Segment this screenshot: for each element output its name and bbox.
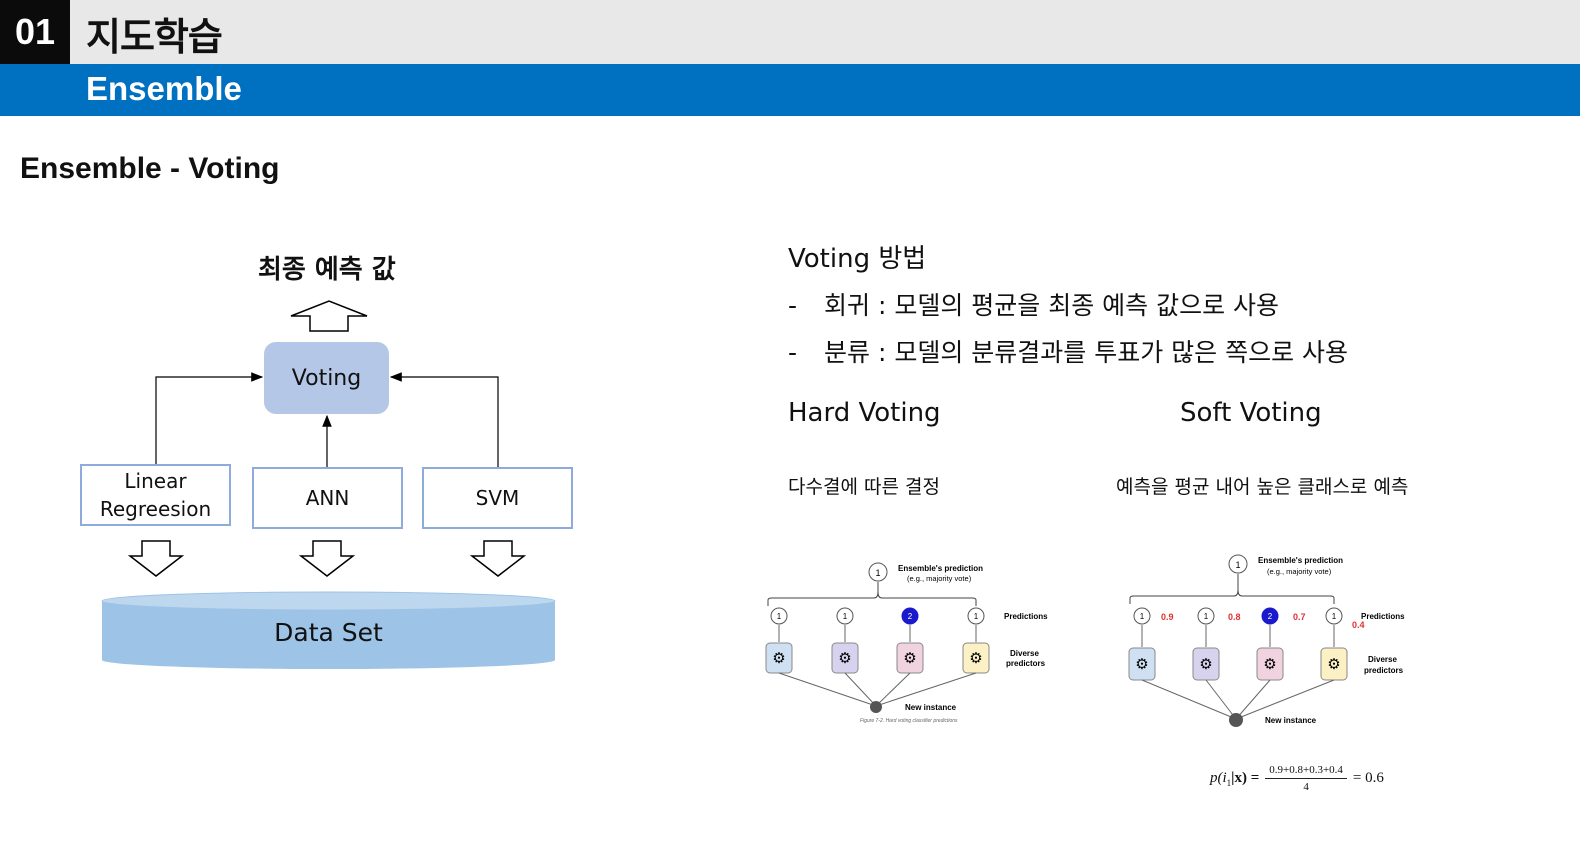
- probability-value: 0.7: [1293, 612, 1306, 622]
- prediction-value: 1: [1140, 612, 1145, 621]
- gears-icon: ⚙: [903, 650, 916, 667]
- ensemble-sublabel: (e.g., majority vote): [907, 574, 972, 583]
- soft-voting-title: Soft Voting: [1180, 398, 1322, 428]
- predictions-label: Predictions: [1361, 612, 1405, 621]
- new-instance-label: New instance: [1265, 716, 1317, 725]
- output-arrow-icon: [290, 300, 368, 332]
- section-number: 01: [0, 0, 70, 64]
- hard-voting-title: Hard Voting: [788, 398, 941, 428]
- bullet-dash: -: [788, 338, 798, 367]
- soft-voting-description: 예측을 평균 내어 높은 클래스로 예측: [1116, 476, 1409, 498]
- prediction-value: 2: [1268, 612, 1273, 621]
- connector-linear-to-voting: [155, 372, 264, 464]
- predictions-label: Predictions: [1004, 612, 1048, 621]
- gears-icon: ⚙: [1199, 656, 1212, 673]
- prediction-value: 2: [908, 612, 913, 621]
- probability-value: 0.8: [1228, 612, 1241, 622]
- prediction-value: 1: [777, 612, 782, 621]
- formula-denominator: 4: [1303, 781, 1309, 793]
- model-box-ann: ANN: [252, 467, 403, 529]
- model-label: ANN: [305, 486, 350, 510]
- down-arrow-icon: [127, 540, 185, 577]
- diverse-label: predictors: [1006, 659, 1046, 668]
- prediction-value: 1: [974, 612, 979, 621]
- subtitle-bar: [0, 64, 1580, 116]
- ensemble-prediction-circle: [868, 562, 888, 582]
- bullet-text: 분류 : 모델의 분류결과를 투표가 많은 쪽으로 사용: [824, 338, 1349, 367]
- gears-icon: ⚙: [1327, 656, 1340, 673]
- model-label: Linear: [124, 469, 187, 493]
- dataset-label: Data Set: [274, 618, 383, 647]
- header-bar: [0, 0, 1580, 64]
- gears-icon: ⚙: [969, 650, 982, 667]
- hard-voting-figure: 1 Ensemble's prediction (e.g., majority …: [760, 562, 1056, 726]
- gears-icon: ⚙: [838, 650, 851, 667]
- formula-lhs: p(i: [1210, 769, 1227, 786]
- probability-value: 0.9: [1161, 612, 1174, 622]
- new-instance-node: [870, 701, 882, 713]
- diverse-label: Diverse: [1010, 649, 1039, 658]
- ensemble-sublabel: (e.g., majority vote): [1267, 567, 1332, 576]
- voting-methods-title: Voting 방법: [788, 244, 927, 274]
- soft-prediction-nodes: 1 1 2 1: [1133, 607, 1343, 625]
- voting-box: Voting: [264, 342, 389, 414]
- soft-voting-figure: 1 Ensemble's prediction (e.g., majority …: [1120, 550, 1410, 730]
- ensemble-value: 1: [875, 568, 880, 578]
- new-instance-node: [1229, 713, 1243, 727]
- gears-icon: ⚙: [1135, 656, 1148, 673]
- final-prediction-label: 최종 예측 값: [258, 255, 396, 285]
- bullet-classification: -분류 : 모델의 분류결과를 투표가 많은 쪽으로 사용: [788, 333, 1348, 369]
- bullet-dash: -: [788, 291, 798, 320]
- formula-sub: 1: [1226, 777, 1232, 788]
- diverse-label: predictors: [1364, 666, 1404, 675]
- down-arrow-icon: [469, 540, 527, 577]
- gears-icon: ⚙: [772, 650, 785, 667]
- model-box-svm: SVM: [422, 467, 573, 529]
- model-label: SVM: [475, 486, 520, 510]
- dataset-cylinder-top: [101, 591, 556, 611]
- ensemble-label: Ensemble's prediction: [1258, 556, 1343, 565]
- bullet-regression: -회귀 : 모델의 평균을 최종 예측 값으로 사용: [788, 286, 1279, 322]
- dataset-cylinder: [102, 601, 555, 670]
- hard-prediction-nodes: 1 1 2 1: [770, 607, 985, 625]
- page-subtitle: Ensemble: [86, 70, 242, 107]
- connector-svm-to-voting: [389, 372, 499, 467]
- diverse-label: Diverse: [1368, 655, 1397, 664]
- formula-result: = 0.6: [1352, 770, 1384, 786]
- hard-voting-description: 다수결에 따른 결정: [788, 476, 940, 498]
- prediction-value: 1: [1204, 612, 1209, 621]
- prediction-value: 1: [1332, 612, 1337, 621]
- new-instance-label: New instance: [905, 703, 957, 712]
- model-box-linear-regression: Linear Regreesion: [80, 464, 231, 526]
- ensemble-label: Ensemble's prediction: [898, 564, 983, 573]
- down-arrow-icon: [298, 540, 356, 577]
- formula-cond: |x) =: [1231, 769, 1260, 786]
- model-label: Regreesion: [99, 497, 212, 521]
- ensemble-prediction-circle: [1228, 554, 1248, 574]
- prediction-value: 1: [843, 612, 848, 621]
- page-title: 지도학습: [86, 15, 223, 59]
- figure-caption: Figure 7-2. Hard voting classifier predi…: [860, 718, 958, 724]
- probability-value: 0.4: [1352, 620, 1365, 630]
- formula-numerator: 0.9+0.8+0.3+0.4: [1265, 764, 1347, 779]
- bullet-text: 회귀 : 모델의 평균을 최종 예측 값으로 사용: [824, 291, 1280, 320]
- ensemble-value: 1: [1235, 560, 1240, 570]
- section-title: Ensemble - Voting: [20, 152, 280, 185]
- soft-voting-formula: p(i1|x) = 0.9+0.8+0.3+0.4 4 = 0.6: [1210, 764, 1384, 793]
- gears-icon: ⚙: [1263, 656, 1276, 673]
